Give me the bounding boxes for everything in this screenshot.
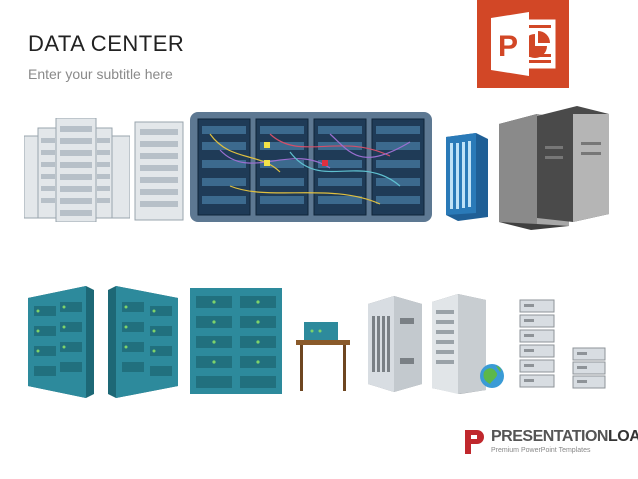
network-rack-bank-illustration xyxy=(190,112,432,222)
teal-rack-left-illustration xyxy=(28,286,94,398)
server-stack-illustration xyxy=(519,299,555,388)
teal-rack-right-illustration xyxy=(108,286,178,398)
slide-title[interactable]: DATA CENTER xyxy=(28,31,185,56)
server-tower-illustration xyxy=(134,121,184,221)
brand-name: PRESENTATIONLOAD™ xyxy=(491,428,638,445)
gray-cabinet-illustration xyxy=(368,296,422,392)
web-server-illustration xyxy=(432,294,504,394)
powerpoint-icon: P xyxy=(477,0,569,88)
server-cabinet-illustration xyxy=(499,106,609,230)
powerpoint-letter: P xyxy=(498,30,518,63)
teal-rack-front-illustration xyxy=(190,288,282,394)
small-server-stack-illustration xyxy=(572,347,606,389)
presentationload-logo-icon xyxy=(465,430,484,454)
server-cluster-illustration xyxy=(24,118,130,222)
desk-switch-illustration xyxy=(296,322,350,391)
globe-icon xyxy=(480,364,504,388)
presentationload-brand: PRESENTATIONLOAD™ Premium PowerPoint Tem… xyxy=(463,425,638,461)
slide-subtitle[interactable]: Enter your subtitle here xyxy=(28,66,173,82)
brand-tagline: Premium PowerPoint Templates xyxy=(491,447,591,454)
blue-rack-illustration xyxy=(446,133,488,221)
